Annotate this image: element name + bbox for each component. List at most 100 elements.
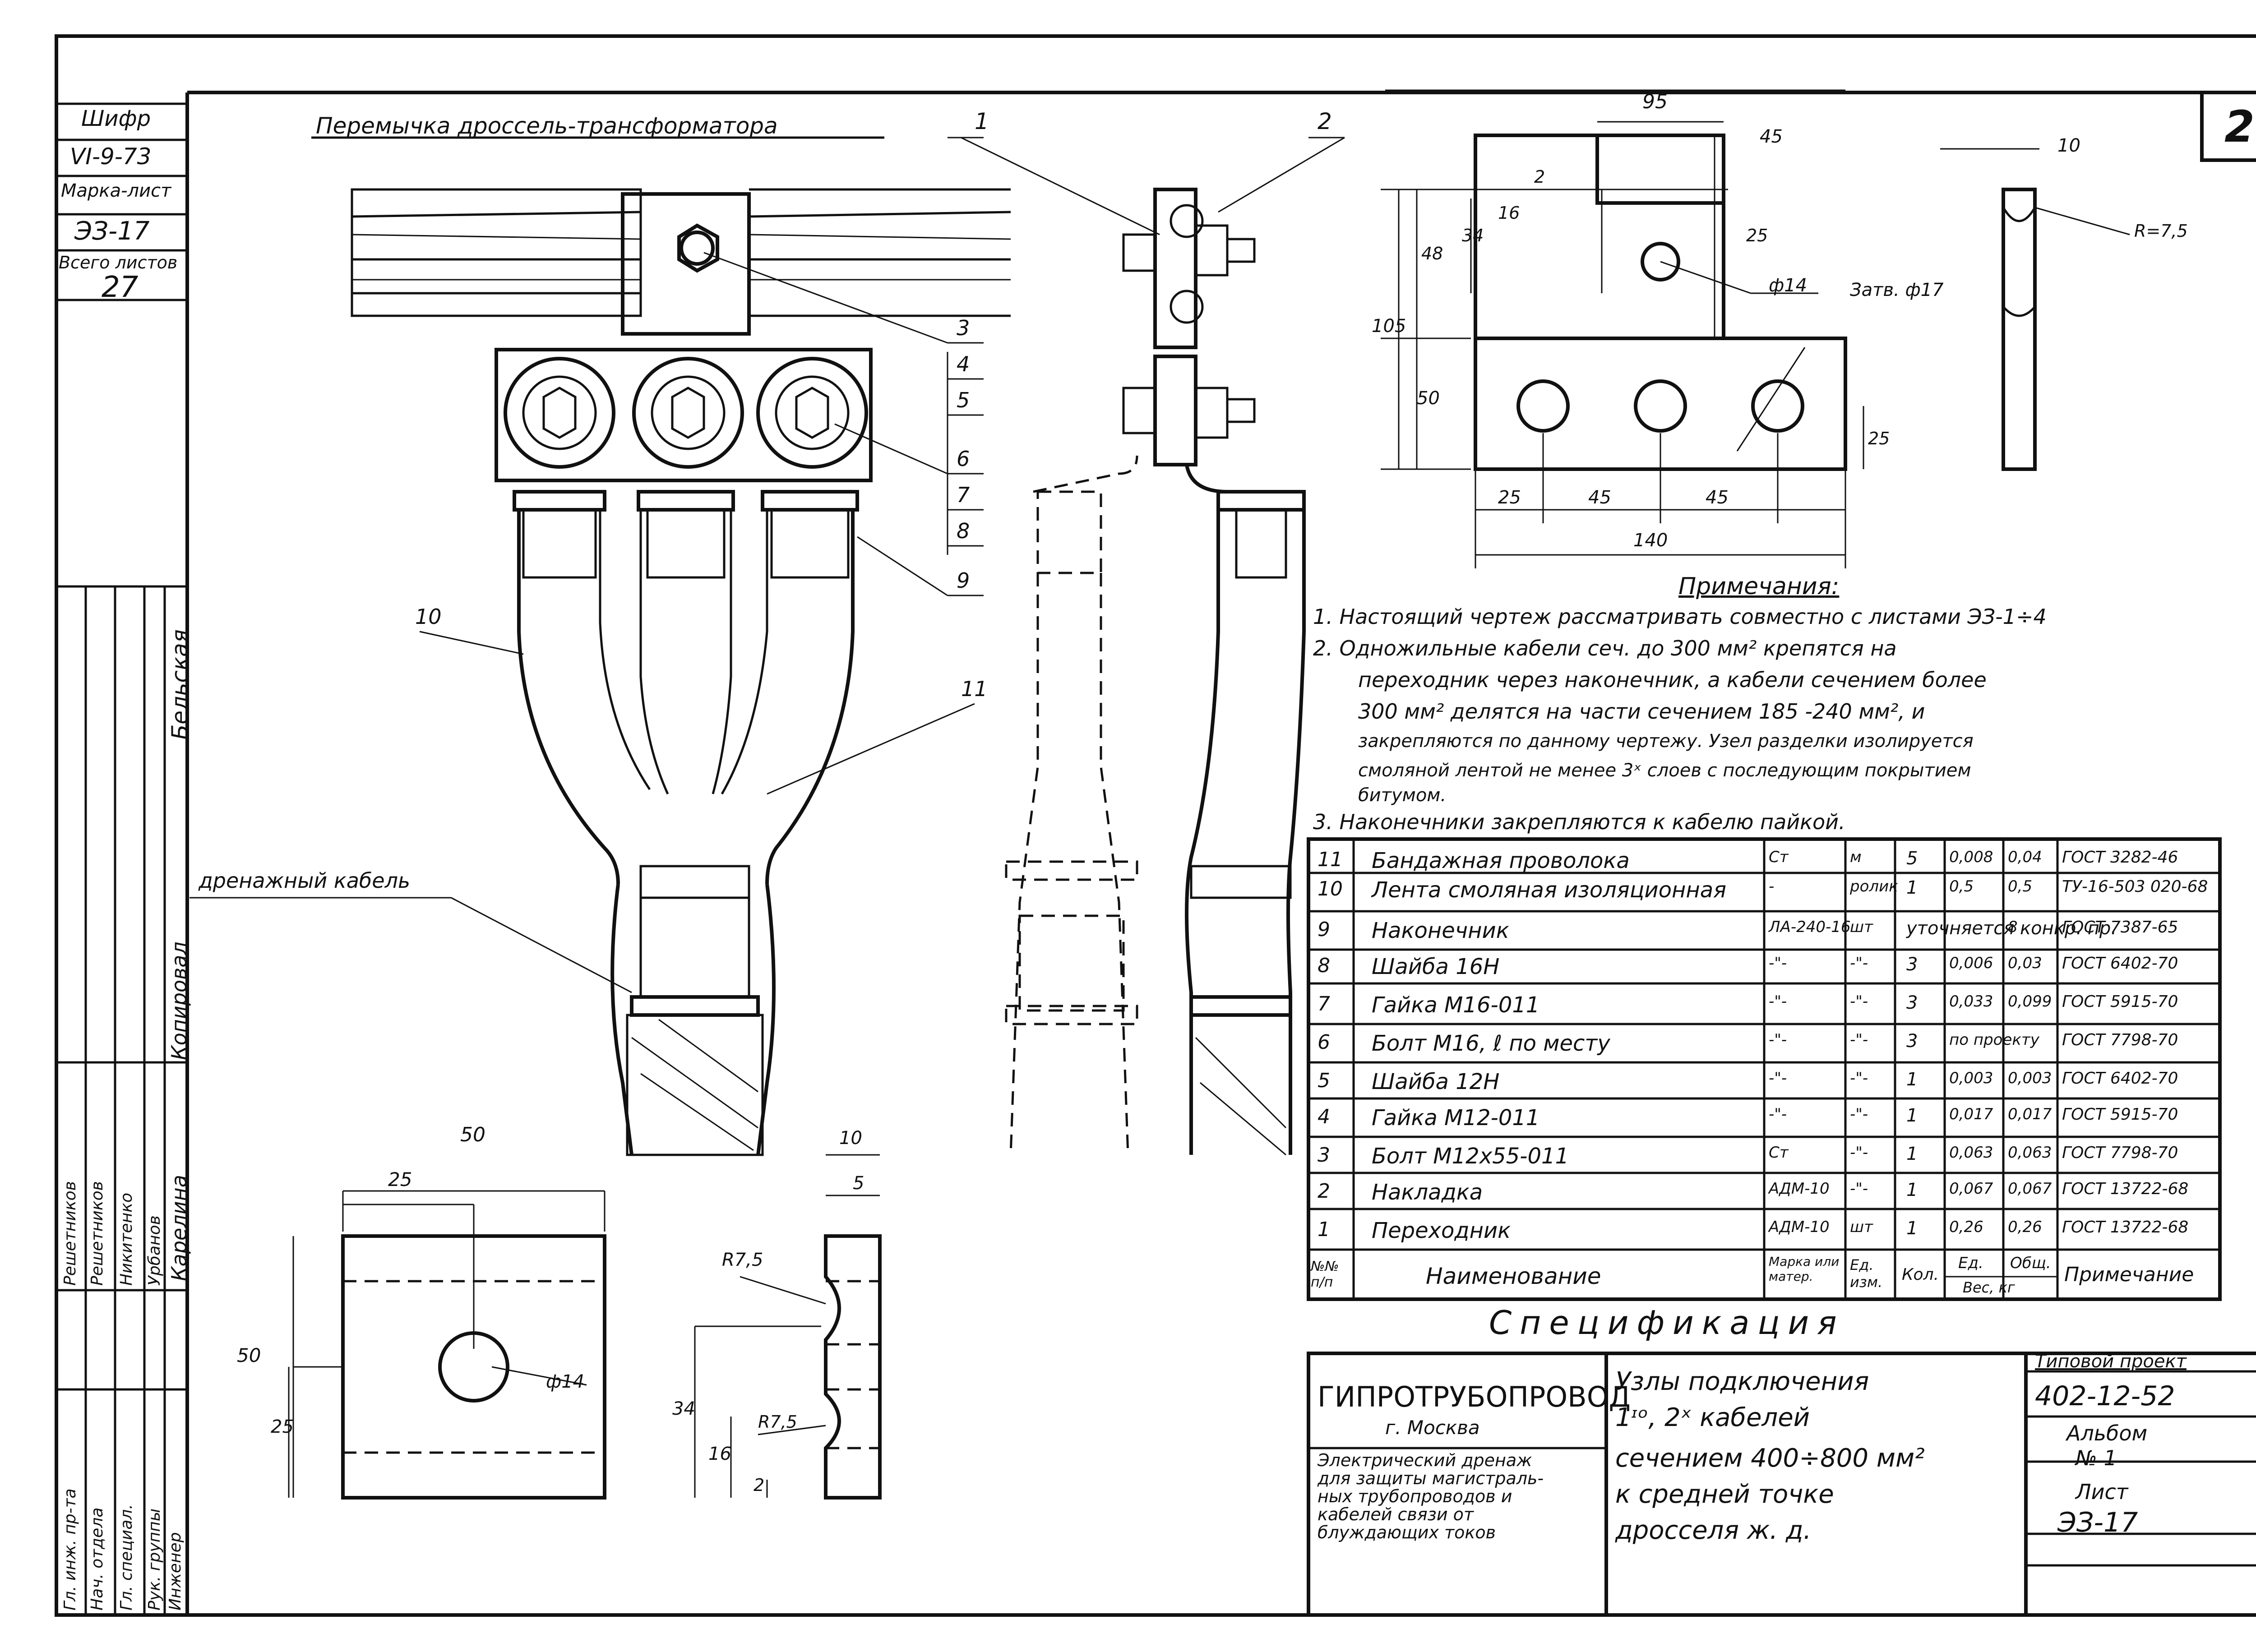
plate-slot-label: Затв. ф17 (1850, 280, 1944, 300)
sheet-value: ЭЗ-17 (2057, 1507, 2138, 1538)
callout-4: 4 (957, 352, 970, 376)
plate-dim-95: 95 (1642, 90, 1668, 113)
spec-cell-name: Лента смоляная изоляционная (1372, 877, 1727, 903)
spec-cell-w2: 8 (2008, 918, 2018, 936)
notes-title: Примечания: (1678, 573, 1840, 600)
spec-cell-note: ГОСТ 7387-65 (2062, 918, 2178, 937)
spec-cell-w2: 0,04 (2008, 848, 2042, 866)
org-desc-2: для защиты магистраль- (1318, 1468, 1544, 1488)
title-block-grid (1307, 1352, 2256, 1617)
spec-cell-n: 11 (1318, 848, 1343, 871)
total-label: Всего листов (59, 253, 178, 272)
spec-cell-w2: 0,5 (2008, 877, 2033, 895)
author-name: Бельская (167, 629, 193, 740)
spec-cell-mark: -"- (1769, 1031, 1787, 1049)
side-view-dashed (1005, 455, 1138, 1155)
note-line-1: 1. Настоящий чертеж рассматривать совмес… (1313, 605, 2047, 629)
spec-cell-qty: 1 (1906, 877, 1918, 898)
spec-cell-w1: 0,006 (1949, 954, 1993, 972)
plate-dim-2: 2 (1534, 167, 1545, 187)
spec-cell-unit: шт (1850, 1218, 1873, 1236)
role-4: Рук. группы (145, 1508, 164, 1610)
sheet-label: Лист (2076, 1480, 2128, 1504)
spec-cell-note: ГОСТ 13722-68 (2062, 1218, 2189, 1237)
spec-cell-note: ГОСТ 5915-70 (2062, 992, 2178, 1011)
callout-9: 9 (957, 568, 970, 593)
drawing-title-4: к средней точке (1615, 1480, 1834, 1509)
spec-header-qty: Кол. (1902, 1265, 1939, 1284)
project-value: 402-12-52 (2035, 1380, 2175, 1412)
adapter-plate (495, 192, 873, 482)
callout-1: 1 (975, 108, 989, 134)
spec-cell-mark: -"- (1769, 1069, 1787, 1087)
spec-header-wunit: Ед. (1958, 1254, 1983, 1272)
spec-cell-mark: -"- (1769, 992, 1787, 1011)
spec-cell-note: ТУ-16-503 020-68 (2062, 877, 2208, 896)
spec-cell-note: ГОСТ 5915-70 (2062, 1105, 2178, 1124)
spec-cell-qty: 5 (1906, 848, 1918, 869)
spec-cell-qty: 3 (1906, 992, 1918, 1013)
copier-name: Карелина (167, 1175, 191, 1281)
spec-cell-w1: 0,5 (1949, 877, 1974, 895)
plate-dim-140: 140 (1633, 530, 1668, 551)
spec-cell-n: 6 (1318, 1031, 1330, 1054)
spec-cell-qty: 1 (1906, 1069, 1918, 1090)
spec-header-name: Наименование (1426, 1263, 1601, 1289)
spec-cell-n: 4 (1318, 1105, 1330, 1128)
spec-cell-qty: 1 (1906, 1105, 1918, 1126)
spec-cell-name: Бандажная проволока (1372, 848, 1630, 873)
spec-cell-n: 9 (1318, 918, 1330, 941)
washer-hole-label: ф14 (546, 1371, 585, 1392)
callout-8: 8 (957, 519, 970, 543)
spec-cell-unit: -"- (1850, 1144, 1868, 1162)
spec-cell-name: Гайка М16-011 (1372, 992, 1540, 1018)
plate-dim-45-a: 45 (1588, 487, 1611, 508)
callout-6: 6 (957, 447, 970, 471)
org-desc-1: Электрический дренаж (1318, 1450, 1532, 1470)
spec-cell-name: Наконечник (1372, 918, 1509, 943)
name-1: Решетников (61, 1181, 79, 1286)
spec-cell-mark: Ст (1769, 1144, 1789, 1162)
sheet-number-box (2200, 91, 2256, 162)
washer-radius-bottom: R7,5 (758, 1412, 797, 1432)
plate-drawing (1381, 89, 2130, 568)
drawing-title-1: Узлы подключения (1615, 1367, 1869, 1396)
washer-dim-50-side: 50 (237, 1344, 261, 1366)
spec-cell-w2: 0,099 (2008, 992, 2052, 1011)
name-2: Решетников (88, 1181, 106, 1286)
album-value: № 1 (2076, 1446, 2117, 1470)
note-line-3: переходник через наконечник, а кабели се… (1358, 668, 1987, 692)
spec-cell-qty: 1 (1906, 1180, 1918, 1200)
spec-cell-name: Накладка (1372, 1180, 1483, 1205)
spec-cell-mark: -"- (1769, 954, 1787, 972)
spec-cell-note: ГОСТ 13722-68 (2062, 1180, 2189, 1198)
org-desc-3: ных трубопроводов и (1318, 1486, 1512, 1506)
role-3: Гл. специал. (117, 1504, 136, 1610)
plate-dim-48: 48 (1421, 244, 1443, 263)
spec-cell-qty: 3 (1906, 954, 1918, 975)
cable-branches (517, 510, 855, 1156)
org-city: г. Москва (1385, 1417, 1480, 1439)
spec-cell-w1: 0,003 (1949, 1069, 1993, 1087)
mark-value: ЭЗ-17 (74, 217, 150, 246)
spec-cell-unit: -"- (1850, 992, 1868, 1011)
copied-label: Копировал (167, 941, 191, 1060)
project-label: Типовой проект (2035, 1351, 2187, 1372)
jumper-cables (311, 136, 1011, 317)
plate-dim-25-right: 25 (1746, 226, 1768, 245)
plate-dim-25-side: 25 (1868, 429, 1890, 448)
side-view (1122, 188, 1306, 1156)
role-2: Нач. отдела (88, 1507, 106, 1610)
spec-cell-n: 10 (1318, 877, 1343, 900)
callout-5: 5 (957, 388, 970, 412)
washer-dim-5: 5 (853, 1173, 864, 1194)
lug-bolts (504, 357, 868, 469)
drain-cable-label: дренажный кабель (199, 868, 411, 893)
spec-cell-mark: АДМ-10 (1769, 1180, 1830, 1198)
callout-3: 3 (957, 316, 970, 340)
spec-cell-w1: 0,26 (1949, 1218, 1983, 1236)
note-line-7: битумом. (1358, 785, 1447, 806)
spec-cell-unit: -"- (1850, 1180, 1868, 1198)
callout-7: 7 (957, 483, 970, 507)
washer-dim-25-top: 25 (388, 1168, 412, 1191)
